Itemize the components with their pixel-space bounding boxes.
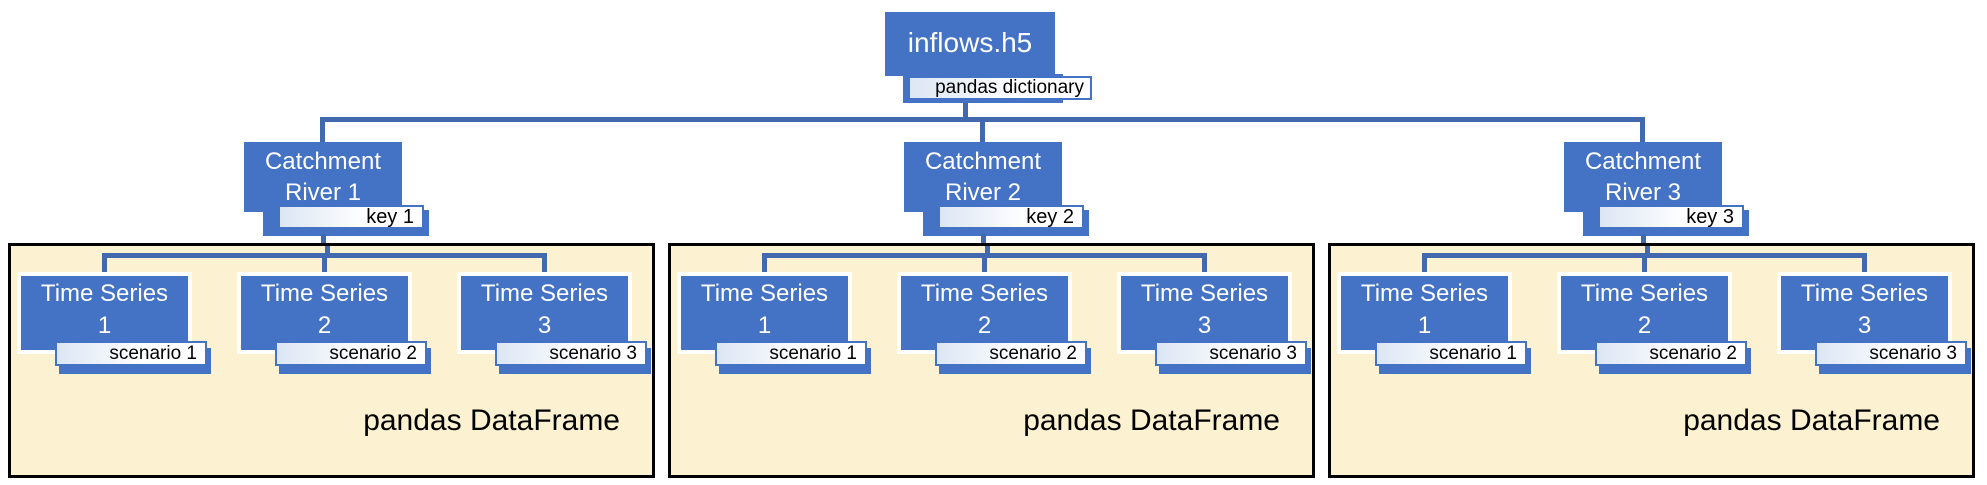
scenario-label: scenario 2 (1595, 341, 1747, 366)
catchment-name-line1: Catchment (1584, 148, 1702, 175)
timeseries-name-line1: Time Series (260, 280, 389, 307)
root-box: inflows.h5 (885, 12, 1055, 76)
key-label: key 2 (938, 205, 1084, 229)
connector-frame-drop-3 (542, 253, 547, 272)
connector-frame-drop-3 (1862, 253, 1867, 272)
timeseries-name-line2: 2 (977, 312, 992, 339)
connector-drop-left (320, 117, 325, 143)
connector-frame-drop-1 (1422, 253, 1427, 272)
timeseries-name-line1: Time Series (1140, 280, 1269, 307)
timeseries-box: Time Series 1 (681, 276, 848, 350)
leaf-node: Time Series 2 scenario 2 (237, 272, 431, 374)
connector-key-stub (1641, 234, 1646, 245)
scenario-label: scenario 3 (1155, 341, 1307, 366)
connector-key-stub (981, 234, 986, 245)
timeseries-name-line1: Time Series (700, 280, 829, 307)
branch-group: Catchment River 3 key 3 pandas DataFrame… (1328, 142, 1975, 478)
catchment-box: Catchment River 3 (1564, 142, 1722, 212)
timeseries-name-line2: 1 (757, 312, 772, 339)
scenario-label: scenario 1 (55, 341, 207, 366)
dataframe-frame: pandas DataFrame Time Series 1 scenario … (1328, 243, 1975, 478)
connector-frame-stub (325, 246, 330, 258)
scenario-label: scenario 3 (1815, 341, 1967, 366)
timeseries-name-line2: 1 (97, 312, 112, 339)
connector-frame-drop-2 (322, 253, 327, 272)
timeseries-box: Time Series 3 (1781, 276, 1948, 350)
connector-drop-middle (980, 117, 985, 143)
timeseries-name-line2: 3 (1197, 312, 1212, 339)
timeseries-name-line1: Time Series (1580, 280, 1709, 307)
scenario-label: scenario 1 (715, 341, 867, 366)
frame-caption: pandas DataFrame (1023, 404, 1280, 437)
timeseries-name-line1: Time Series (1360, 280, 1489, 307)
timeseries-name-line1: Time Series (920, 280, 1049, 307)
branch-group: Catchment River 1 key 1 pandas DataFrame… (8, 142, 655, 478)
scenario-label: scenario 2 (935, 341, 1087, 366)
timeseries-name-line1: Time Series (1800, 280, 1929, 307)
scenario-label: scenario 1 (1375, 341, 1527, 366)
connector-frame-stub (1645, 246, 1650, 258)
connector-frame-drop-1 (762, 253, 767, 272)
branch-group: Catchment River 2 key 2 pandas DataFrame… (668, 142, 1315, 478)
leaf-node: Time Series 2 scenario 2 (897, 272, 1091, 374)
timeseries-name-line2: 3 (537, 312, 552, 339)
root-title: inflows.h5 (907, 27, 1033, 58)
catchment-name-line2: River 1 (284, 179, 362, 206)
connector-drop-right (1640, 117, 1645, 143)
connector-key-stub (321, 234, 326, 245)
frame-caption: pandas DataFrame (1683, 404, 1940, 437)
leaf-node: Time Series 1 scenario 1 (677, 272, 871, 374)
leaf-node: Time Series 3 scenario 3 (457, 272, 651, 374)
leaf-node: Time Series 3 scenario 3 (1117, 272, 1311, 374)
root-type-label: pandas dictionary (908, 76, 1092, 100)
catchment-box: Catchment River 2 (904, 142, 1062, 212)
catchment-name-line1: Catchment (264, 148, 382, 175)
connector-root-stub (963, 100, 968, 118)
connector-frame-drop-2 (1642, 253, 1647, 272)
catchment-name-line2: River 2 (944, 179, 1022, 206)
timeseries-name-line1: Time Series (40, 280, 169, 307)
timeseries-name-line1: Time Series (480, 280, 609, 307)
timeseries-name-line2: 3 (1857, 312, 1872, 339)
scenario-label: scenario 3 (495, 341, 647, 366)
timeseries-box: Time Series 2 (901, 276, 1068, 350)
key-label: key 1 (278, 205, 424, 229)
leaf-node: Time Series 1 scenario 1 (1337, 272, 1531, 374)
connector-frame-drop-2 (982, 253, 987, 272)
leaf-node: Time Series 2 scenario 2 (1557, 272, 1751, 374)
timeseries-box: Time Series 2 (1561, 276, 1728, 350)
connector-frame-drop-1 (102, 253, 107, 272)
scenario-label: scenario 2 (275, 341, 427, 366)
leaf-node: Time Series 1 scenario 1 (17, 272, 211, 374)
leaf-node: Time Series 3 scenario 3 (1777, 272, 1971, 374)
dataframe-frame: pandas DataFrame Time Series 1 scenario … (8, 243, 655, 478)
timeseries-box: Time Series 3 (1121, 276, 1288, 350)
timeseries-box: Time Series 1 (1341, 276, 1508, 350)
timeseries-name-line2: 1 (1417, 312, 1432, 339)
timeseries-box: Time Series 1 (21, 276, 188, 350)
frame-caption: pandas DataFrame (363, 404, 620, 437)
timeseries-box: Time Series 3 (461, 276, 628, 350)
timeseries-name-line2: 2 (317, 312, 332, 339)
timeseries-box: Time Series 2 (241, 276, 408, 350)
key-label: key 3 (1598, 205, 1744, 229)
catchment-name-line2: River 3 (1604, 179, 1682, 206)
catchment-box: Catchment River 1 (244, 142, 402, 212)
connector-frame-stub (985, 246, 990, 258)
timeseries-name-line2: 2 (1637, 312, 1652, 339)
dataframe-frame: pandas DataFrame Time Series 1 scenario … (668, 243, 1315, 478)
catchment-name-line1: Catchment (924, 148, 1042, 175)
connector-frame-drop-3 (1202, 253, 1207, 272)
